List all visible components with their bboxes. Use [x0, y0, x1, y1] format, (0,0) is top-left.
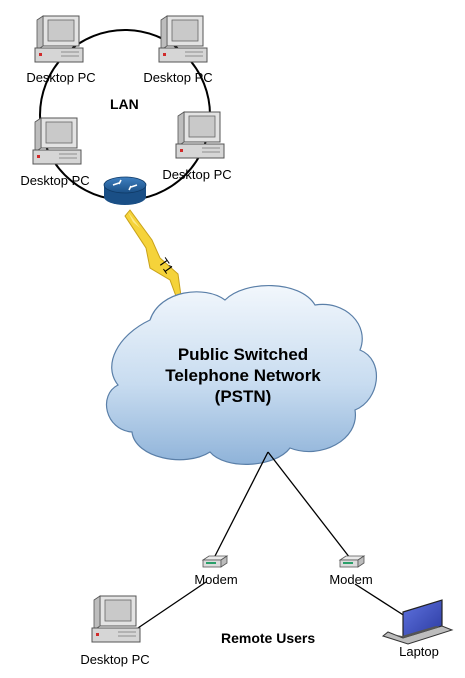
- pstn-line-1: Public Switched: [177, 345, 309, 364]
- desktop-pc-icon: [175, 111, 225, 159]
- desktop-pc-icon: [34, 15, 84, 63]
- modem-label: Modem: [194, 572, 238, 587]
- router-icon: [103, 176, 147, 205]
- lan-pc-label: Desktop PC: [162, 167, 232, 182]
- desktop-pc-icon: [158, 15, 208, 63]
- modem-label: Modem: [329, 572, 373, 587]
- lan-pc-label: Desktop PC: [26, 70, 96, 85]
- pstn-line-2: Telephone Network: [165, 366, 321, 385]
- pstn-cloud-label: Public Switched Telephone Network (PSTN): [165, 344, 321, 407]
- pstn-line-3: (PSTN): [214, 387, 272, 406]
- connection-line: [213, 451, 269, 559]
- desktop-pc-icon: [32, 117, 82, 165]
- lan-pc-label: Desktop PC: [20, 173, 90, 188]
- connection-line: [134, 581, 207, 631]
- pstn-cloud: [105, 284, 377, 465]
- remote-desktop-label: Desktop PC: [80, 652, 150, 667]
- modem-icon: [339, 555, 365, 568]
- remote-users-title: Remote Users: [221, 630, 316, 646]
- desktop-pc-icon: [91, 595, 141, 643]
- laptop-icon: [381, 599, 454, 645]
- lan-pc-label: Desktop PC: [143, 70, 213, 85]
- connection-line: [267, 451, 351, 559]
- modem-icon: [202, 555, 228, 568]
- laptop-label: Laptop: [399, 644, 439, 659]
- connection-line: [354, 583, 409, 619]
- t1-label: T1: [156, 255, 177, 276]
- lan-title: LAN: [110, 96, 139, 112]
